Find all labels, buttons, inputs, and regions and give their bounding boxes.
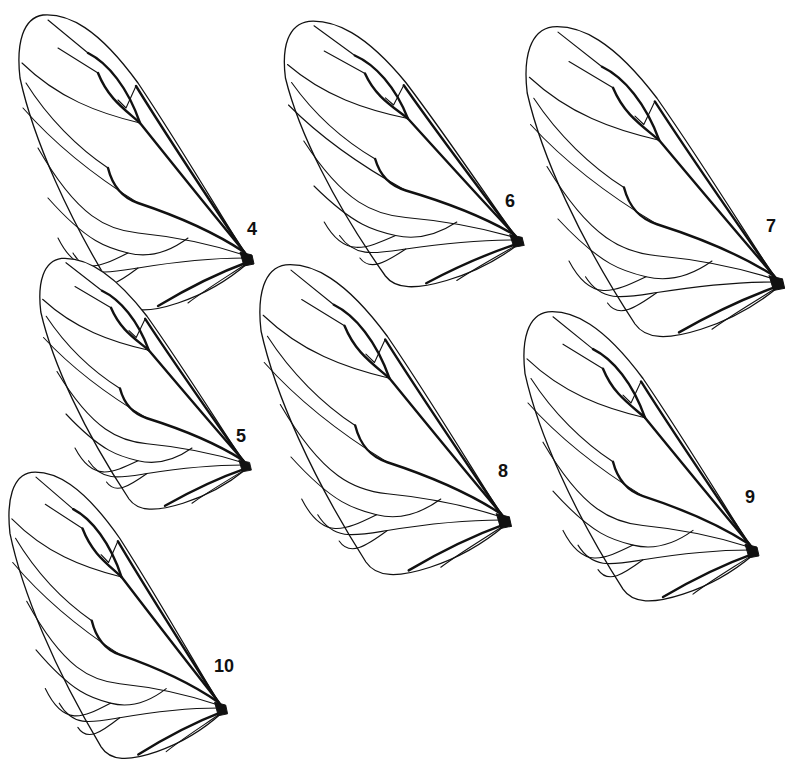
wing-figure xyxy=(9,472,228,758)
wing-figure xyxy=(524,312,759,601)
figure-number: 8 xyxy=(498,462,508,480)
wing-figure xyxy=(40,258,252,509)
figure-number: 7 xyxy=(766,217,776,235)
figure-number: 5 xyxy=(236,427,246,445)
wing-figure xyxy=(260,265,512,575)
figure-number: 9 xyxy=(745,488,755,506)
wing-figure xyxy=(526,27,785,337)
figure-number: 4 xyxy=(247,220,257,238)
figure-number: 6 xyxy=(505,192,515,210)
wing-figure xyxy=(284,21,524,287)
figure-number: 10 xyxy=(214,657,234,675)
